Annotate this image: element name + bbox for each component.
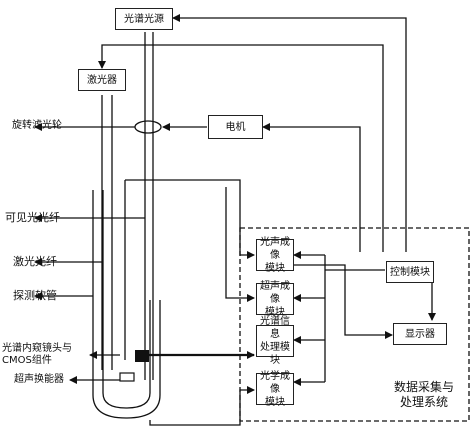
spectrum-source-label: 光谱光源: [124, 13, 164, 25]
ultrasound-module-box: 超声成像 模块: [256, 281, 294, 318]
filter-wheel: [134, 120, 162, 134]
control-module-label: 控制模块: [390, 266, 430, 278]
endoscope-head: [135, 350, 149, 362]
laser-box: 激光器: [78, 69, 126, 91]
system-boundary: [239, 227, 470, 422]
spectral-info-module-label: 光谱信息 处理模块: [260, 316, 290, 366]
optical-module-label: 光学成像 模块: [260, 370, 290, 408]
optical-module-box: 光学成像 模块: [256, 371, 294, 408]
ultrasound-module-label: 超声成像 模块: [260, 280, 290, 318]
display-label: 显示器: [405, 328, 435, 340]
filter-wheel-label: 旋转滤光轮: [12, 120, 62, 131]
probe-tube: [92, 190, 161, 419]
photoacoustic-module-label: 光声成像 模块: [260, 236, 290, 274]
transducer: [119, 372, 135, 382]
laser-fiber-label: 激光光纤: [13, 255, 57, 268]
visible-fiber-label: 可见光光纤: [5, 211, 60, 224]
system-label: 数据采集与 处理系统: [393, 380, 454, 409]
spectral-info-module-box: 光谱信息 处理模块: [256, 316, 294, 366]
endoscope-cmos-label: 光谱内窥镜头与 CMOS组件: [2, 343, 72, 366]
transducer-label: 超声换能器: [14, 374, 64, 385]
probe-tube-label: 探测软管: [13, 289, 57, 302]
control-module-box: 控制模块: [386, 261, 434, 283]
display-box: 显示器: [393, 323, 447, 345]
photoacoustic-module-box: 光声成像 模块: [256, 237, 294, 274]
motor-box: 电机: [208, 115, 263, 139]
spectrum-source-box: 光谱光源: [115, 8, 173, 30]
motor-label: 电机: [225, 121, 246, 133]
laser-label: 激光器: [87, 74, 117, 86]
